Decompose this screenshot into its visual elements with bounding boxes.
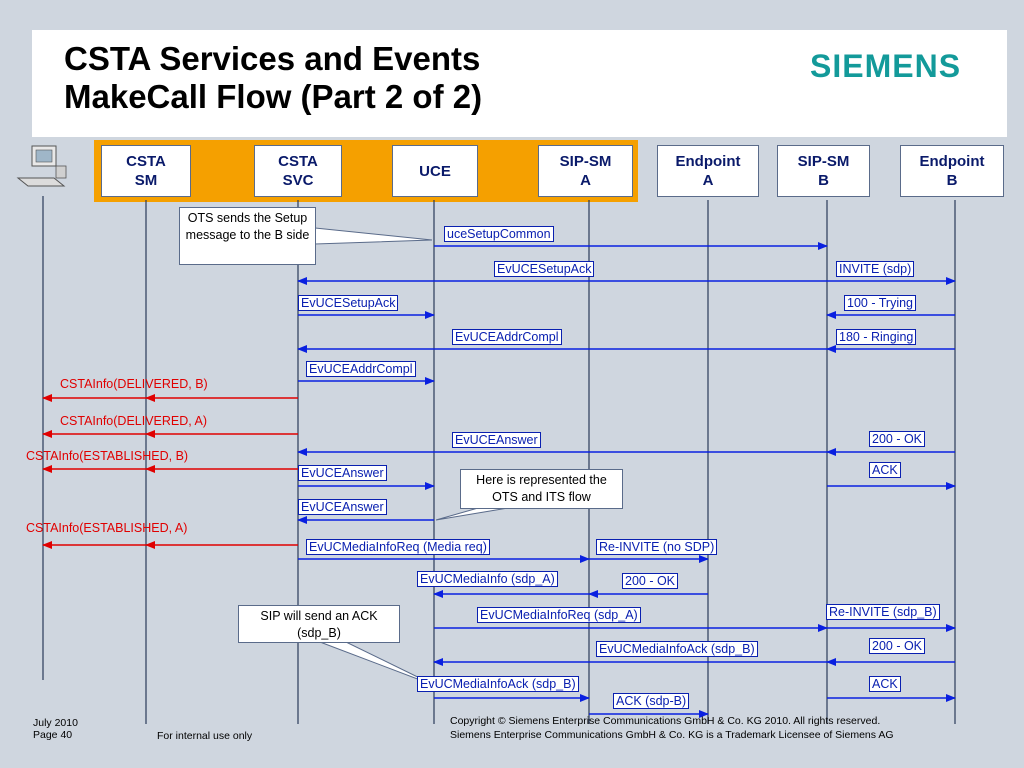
message-label: 200 - OK <box>869 431 926 447</box>
title-bar <box>32 30 1007 137</box>
note-pointer-ots-setup <box>314 227 433 245</box>
footer-internal: For internal use only <box>157 730 253 742</box>
message-label: 180 - Ringing <box>836 329 917 345</box>
note-ots-its: Here is represented the OTS and ITS flow <box>460 469 623 509</box>
computer-icon <box>16 145 67 187</box>
page-title: CSTA Services and Events MakeCall Flow (… <box>64 40 482 116</box>
message-label: EvUCEAddrCompl <box>452 329 562 345</box>
footer-page: Page 40 <box>33 729 73 741</box>
message-label: EvUCMediaInfoAck (sdp_B) <box>417 676 579 692</box>
message-label: CSTAInfo(ESTABLISHED, A) <box>26 521 188 535</box>
title-line-2: MakeCall Flow (Part 2 of 2) <box>64 78 483 115</box>
message-label: EvUCMediaInfoAck (sdp_B) <box>596 641 758 657</box>
siemens-logo: SIEMENS <box>810 48 962 84</box>
note-sip-ack: SIP will send an ACK (sdp_B) <box>238 605 400 643</box>
note-pointer-ots-its <box>435 507 509 521</box>
message-label: CSTAInfo(DELIVERED, B) <box>60 377 208 391</box>
message-label: 100 - Trying <box>844 295 917 311</box>
message-label: EvUCEAnswer <box>452 432 541 448</box>
message-label: EvUCESetupAck <box>494 261 595 277</box>
message-label: ACK <box>869 462 901 478</box>
message-label: ACK (sdp-B) <box>613 693 690 709</box>
participant-csta-svc: CSTA SVC <box>254 145 342 197</box>
participant-sip-sm-a: SIP-SM A <box>538 145 633 197</box>
participant-sip-sm-b: SIP-SM B <box>777 145 870 197</box>
participant-endpoint-b: Endpoint B <box>900 145 1004 197</box>
message-label: EvUCMediaInfoReq (Media req) <box>306 539 490 555</box>
message-label: Re-INVITE (no SDP) <box>596 539 718 555</box>
message-label: CSTAInfo(ESTABLISHED, B) <box>26 449 189 463</box>
message-label: EvUCEAnswer <box>298 465 387 481</box>
message-label: 200 - OK <box>869 638 926 654</box>
footer-date: July 2010 <box>33 717 78 729</box>
message-label: EvUCEAnswer <box>298 499 387 515</box>
participant-uce: UCE <box>392 145 478 197</box>
participant-endpoint-a: Endpoint A <box>657 145 759 197</box>
message-label: Re-INVITE (sdp_B) <box>826 604 940 620</box>
note-ots-setup: OTS sends the Setup message to the B sid… <box>179 207 316 265</box>
message-label: INVITE (sdp) <box>836 261 915 277</box>
participant-csta-sm: CSTA SM <box>101 145 191 197</box>
message-label: CSTAInfo(DELIVERED, A) <box>60 414 208 428</box>
message-label: EvUCMediaInfo (sdp_A) <box>417 571 558 587</box>
message-label: ACK <box>869 676 901 692</box>
message-label: EvUCMediaInfoReq (sdp_A) <box>477 607 641 623</box>
message-label: EvUCESetupAck <box>298 295 399 311</box>
footer-copyright-2: Siemens Enterprise Communications GmbH &… <box>450 729 894 741</box>
title-line-1: CSTA Services and Events <box>64 40 481 77</box>
message-label: 200 - OK <box>622 573 679 589</box>
message-label: uceSetupCommon <box>444 226 554 242</box>
footer-copyright-1: Copyright © Siemens Enterprise Communica… <box>450 715 881 727</box>
message-label: EvUCEAddrCompl <box>306 361 416 377</box>
